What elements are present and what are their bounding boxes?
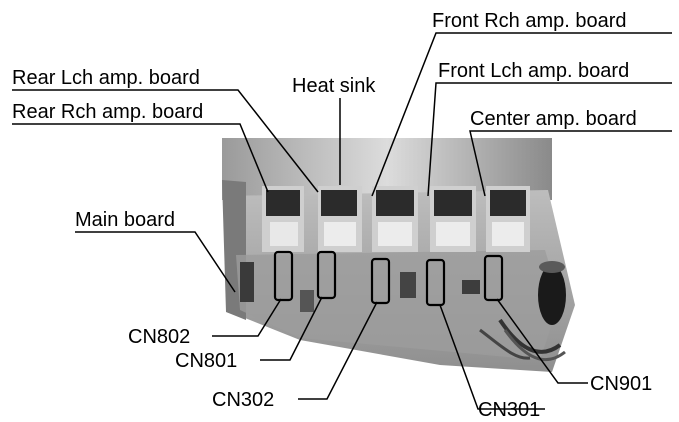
amp-module-front-rch	[372, 186, 418, 252]
label-front-rch: Front Rch amp. board	[432, 10, 627, 32]
label-heat-sink: Heat sink	[292, 75, 376, 97]
cn301-outline	[425, 258, 446, 307]
cn801-outline	[316, 250, 337, 300]
label-center: Center amp. board	[470, 108, 637, 130]
label-rear-lch: Rear Lch amp. board	[12, 67, 200, 89]
label-cn302: CN302	[212, 389, 274, 411]
label-cn301: CN301	[478, 399, 540, 421]
label-cn901: CN901	[590, 373, 652, 395]
cn802-outline	[273, 250, 294, 302]
cn302-outline	[370, 257, 391, 305]
leader-lines	[12, 32, 672, 410]
amp-module-front-lch	[430, 186, 476, 252]
callout-labels: Front Rch amp. board Front Lch amp. boar…	[12, 10, 652, 421]
assembly-photo	[222, 138, 575, 372]
connector-outlines	[273, 250, 504, 307]
amp-module-center	[486, 186, 530, 252]
label-main-board: Main board	[75, 209, 175, 231]
label-cn801: CN801	[175, 350, 237, 372]
label-rear-rch: Rear Rch amp. board	[12, 101, 203, 123]
label-cn802: CN802	[128, 326, 190, 348]
amp-module-rear-lch	[318, 186, 362, 252]
label-front-lch: Front Lch amp. board	[438, 60, 629, 82]
cn901-outline	[483, 254, 504, 302]
amp-module-rear-rch	[262, 186, 304, 252]
